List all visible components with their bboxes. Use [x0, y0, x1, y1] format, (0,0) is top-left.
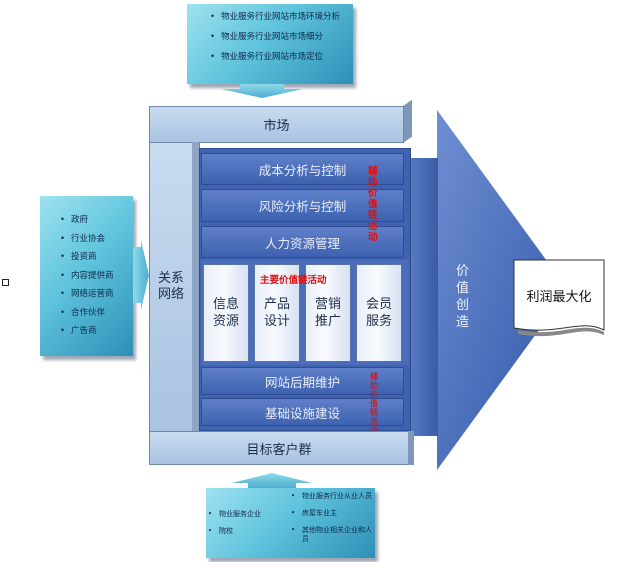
- primary-column-label: 信息资源: [212, 297, 239, 329]
- down-arrow: [221, 84, 303, 98]
- market-analysis-item: 物业服务行业网站市场细分: [210, 32, 346, 43]
- up-arrow: [232, 473, 312, 488]
- support-row-cost: 成本分析与控制: [201, 153, 404, 185]
- result-document-shadow: [518, 327, 604, 337]
- support-row-hr: 人力资源管理: [201, 226, 404, 258]
- primary-column-info: 信息资源: [203, 264, 249, 362]
- bottom-support-label: 辅助价值链活动: [370, 371, 378, 435]
- value-creation-label: 价值创造: [456, 264, 470, 330]
- stakeholder-item: 行业协会: [60, 234, 131, 245]
- market-analysis-item: 物业服务行业网站市场定位: [210, 52, 346, 63]
- result-label: 利润最大化: [526, 290, 592, 305]
- customer-group-item: 物业服务企业: [208, 510, 279, 519]
- support-row-label: 人力资源管理: [264, 235, 340, 251]
- result-document-shape: [513, 259, 605, 331]
- arrow-band: [408, 158, 438, 436]
- primary-activity-label: 主要价值链活动: [260, 275, 327, 286]
- support-row-label: 成本分析与控制: [258, 162, 347, 178]
- target-customers-label: 目标客户群: [246, 442, 312, 458]
- stakeholder-item: 网络运营商: [60, 289, 131, 300]
- relation-network-column: 关系网络: [149, 142, 193, 432]
- bottom-row-maintenance: 网站后期维护: [201, 367, 404, 395]
- bottom-row-label: 基础设施建设: [264, 405, 340, 421]
- stakeholder-item: 合作伙伴: [60, 308, 131, 319]
- stakeholders-box: 政府 行业协会 投资商 内容提供商 网络运营商 合作伙伴 广告商: [40, 196, 133, 356]
- customer-group-item: 物业服务行业从业人员: [291, 492, 372, 501]
- support-row-risk: 风险分析与控制: [201, 189, 404, 222]
- market-analysis-item: 物业服务行业网站市场环境分析: [210, 12, 346, 23]
- support-row-label: 风险分析与控制: [258, 199, 347, 214]
- primary-column-label: 会员服务: [365, 297, 392, 329]
- primary-column-marketing: 营销推广: [305, 264, 351, 362]
- customer-group-item: 房屋车业主: [291, 509, 372, 518]
- value-creation-arrow: [437, 110, 568, 470]
- bottom-row-label: 网站后期维护: [264, 374, 340, 390]
- market-analysis-box: 物业服务行业网站市场环境分析 物业服务行业网站市场细分 物业服务行业网站市场定位: [187, 4, 353, 84]
- support-activity-label: 辅助价值链活动: [368, 166, 378, 243]
- target-customers-bar: 目标客户群: [149, 431, 409, 465]
- market-bar-depth: [403, 99, 412, 143]
- stakeholder-item: 政府: [60, 215, 131, 226]
- market-label: 市场: [263, 119, 290, 134]
- relation-network-label: 关系网络: [158, 271, 185, 302]
- primary-column-label: 产品设计: [263, 297, 290, 329]
- right-arrow: [133, 240, 149, 310]
- selection-handle: [2, 279, 9, 286]
- market-bar: 市场: [149, 106, 404, 143]
- bottom-row-infrastructure: 基础设施建设: [201, 398, 404, 426]
- primary-column-label: 营销推广: [314, 297, 341, 329]
- target-customers-depth: [408, 431, 414, 465]
- customer-groups-box: 物业服务企业 院校 物业服务行业从业人员 房屋车业主 其他物业相关企业和人员: [206, 488, 375, 558]
- primary-column-product: 产品设计: [254, 264, 300, 362]
- stakeholder-item: 内容提供商: [60, 271, 131, 282]
- primary-column-member: 会员服务: [356, 264, 402, 362]
- stakeholder-item: 投资商: [60, 252, 131, 263]
- customer-group-item: 其他物业相关企业和人员: [291, 526, 372, 544]
- customer-group-item: 院校: [208, 527, 279, 536]
- stakeholder-item: 广告商: [60, 326, 131, 337]
